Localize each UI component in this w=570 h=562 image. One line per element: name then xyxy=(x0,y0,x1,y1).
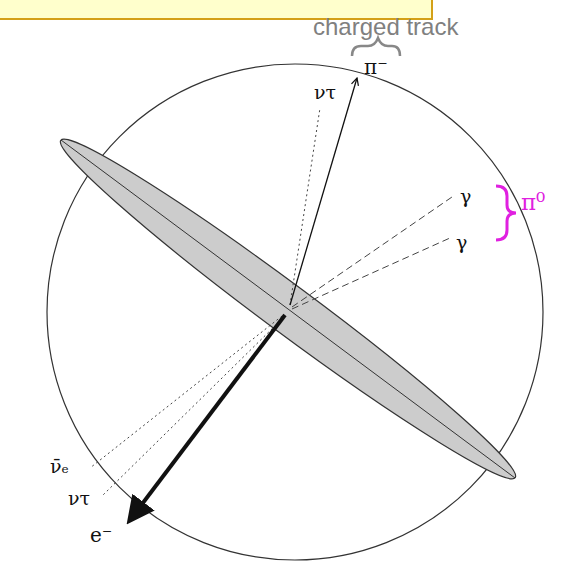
particle-label: ν̄ₑ xyxy=(50,456,69,477)
sphere-outline xyxy=(47,64,543,560)
particle-label: π⁰ xyxy=(521,190,545,215)
annotation-text: charged track xyxy=(313,14,458,40)
plane-axis xyxy=(61,140,515,478)
particle-label: γ xyxy=(460,186,471,207)
grey-brace xyxy=(352,38,400,56)
particle-label: ντ xyxy=(68,488,90,509)
neutrino-track xyxy=(102,318,283,496)
neutrino-track xyxy=(290,108,320,305)
electron-track xyxy=(130,315,285,520)
particle-label: γ xyxy=(456,232,467,253)
pink-brace xyxy=(496,186,516,240)
particle-label: ντ xyxy=(314,82,336,103)
pion-track xyxy=(290,78,357,305)
thrust-plane xyxy=(46,121,529,497)
photon-track xyxy=(292,238,450,309)
particle-label: π⁻ xyxy=(364,56,388,78)
photon-track xyxy=(292,197,452,307)
particle-label: e⁻ xyxy=(90,524,112,546)
